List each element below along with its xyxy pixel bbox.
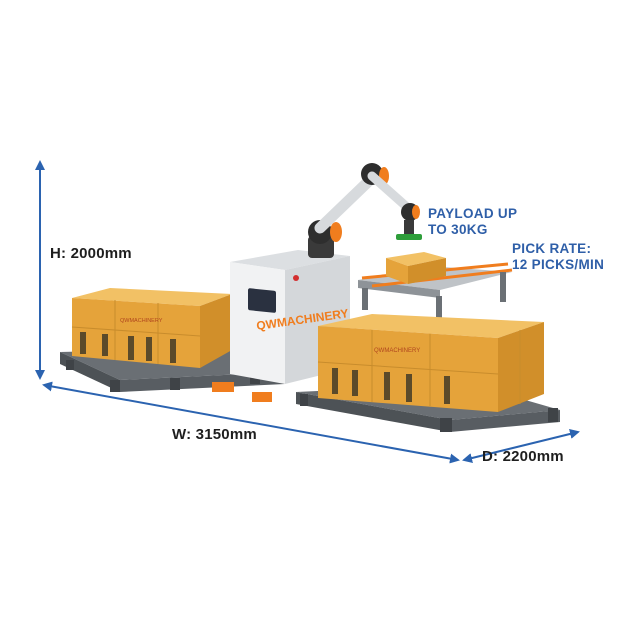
touch-screen xyxy=(248,288,276,313)
width-arrow xyxy=(42,381,460,464)
pick-rate-line-2: 12 PICKS/MIN xyxy=(512,256,605,272)
gripper-icon xyxy=(396,234,422,240)
payload-line-2: TO 30KG xyxy=(428,221,488,237)
box-print-right: QWMACHINERY xyxy=(374,348,420,354)
conveyor xyxy=(358,252,513,320)
left-box-stack: QWMACHINERY xyxy=(71,288,232,368)
depth-arrow xyxy=(462,429,580,463)
payload-spec: PAYLOAD UP TO 30KG xyxy=(428,206,517,237)
depth-label: D: 2200mm xyxy=(482,448,564,465)
cobot-arm xyxy=(308,163,422,258)
emergency-stop-button xyxy=(293,275,299,281)
pick-rate-spec: PICK RATE: 12 PICKS/MIN xyxy=(512,241,604,272)
payload-line-1: PAYLOAD UP xyxy=(428,206,518,221)
width-label: W: 3150mm xyxy=(172,426,257,443)
right-box-stack: QWMACHINERY xyxy=(317,314,544,412)
pick-rate-line-1: PICK RATE: xyxy=(512,241,592,256)
box-print-left: QWMACHINERY xyxy=(120,318,163,324)
height-label: H: 2000mm xyxy=(50,245,132,262)
